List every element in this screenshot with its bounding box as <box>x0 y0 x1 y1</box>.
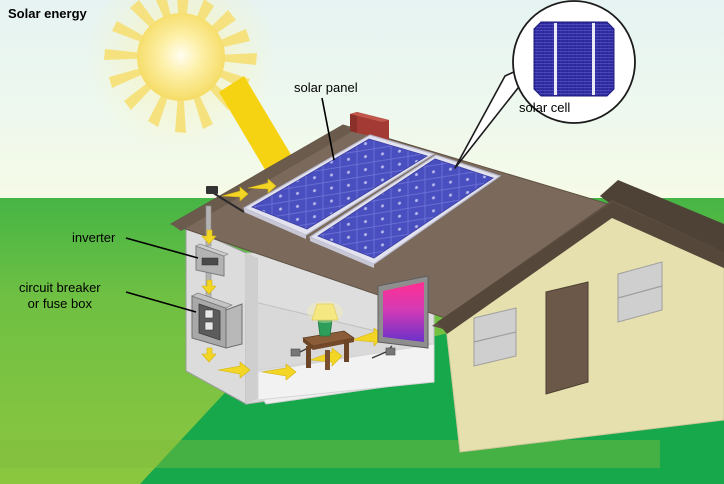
panel-right-edge <box>310 237 374 268</box>
leader-solar-panel <box>321 97 335 161</box>
lamp-shade <box>311 303 339 321</box>
leader-inverter <box>125 237 199 259</box>
breaker-top <box>191 292 233 309</box>
solar-cell-callout <box>454 0 636 169</box>
tv-screen <box>383 282 424 342</box>
television <box>377 275 429 349</box>
leader-breaker <box>125 291 197 313</box>
roof-main-dark-edge <box>171 125 353 231</box>
interior-floor-main <box>257 343 435 401</box>
inverter-arrow-out <box>201 279 217 295</box>
roof-arrow <box>247 178 277 194</box>
circuit-breaker-box[interactable] <box>191 292 243 363</box>
breaker-door <box>225 303 243 349</box>
inverter-arrow-in <box>201 229 217 245</box>
chimney <box>350 112 389 140</box>
inverter-top <box>195 243 229 257</box>
busbar-left <box>554 23 557 95</box>
sun-disc <box>137 13 225 101</box>
table-leg-right <box>344 340 349 362</box>
solar-panel-left-surface <box>251 138 428 230</box>
breaker-switch-2 <box>204 321 214 331</box>
table-leg-mid <box>325 350 330 370</box>
table-leg-left <box>306 346 311 368</box>
roof-conduit <box>206 178 277 213</box>
inverter-display <box>201 257 219 266</box>
table-top-edge2 <box>313 338 354 350</box>
lamp-glow <box>307 301 343 323</box>
roof-front-gable <box>437 202 724 334</box>
solar-panel-right-surface <box>317 158 494 259</box>
solar-panel-array[interactable] <box>242 134 502 268</box>
lawn-shade-strip <box>0 440 660 468</box>
sun <box>85 0 277 153</box>
conduit-upper <box>205 205 212 247</box>
floor-arrow-1 <box>217 361 251 379</box>
outlet-2 <box>385 347 396 356</box>
floor-arrow-2 <box>261 363 297 381</box>
breaker-arrow-out <box>201 347 217 363</box>
inverter-unit[interactable] <box>195 205 229 301</box>
solar-cell-body <box>533 21 615 97</box>
roof-arrow-2 <box>221 186 249 202</box>
front-door <box>545 281 589 395</box>
breaker-switch-1 <box>204 309 214 319</box>
interior-side-panel <box>246 253 258 404</box>
outlet-1 <box>290 348 301 357</box>
leader-lines <box>125 97 335 313</box>
roof-right-dark <box>600 180 724 256</box>
solar-cell-graphic <box>533 21 615 97</box>
table-and-lamp <box>302 301 356 370</box>
busbar-right <box>592 23 595 95</box>
panel-left-edge <box>244 208 306 239</box>
front-facade-openings <box>473 261 663 395</box>
